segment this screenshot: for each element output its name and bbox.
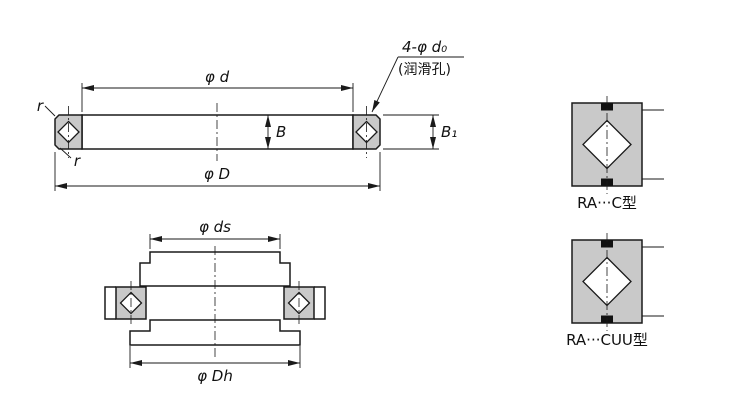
housing-wall-right (314, 286, 326, 320)
dim-label-shoulder-ds: φ ds (199, 218, 231, 236)
dim-width-b: B (265, 115, 286, 149)
type-cuu-detail: RA···CUU型 (566, 233, 664, 349)
dim-label-housing-dh: φ Dh (197, 367, 233, 385)
dim-label-width-b: B (276, 123, 286, 141)
type-c-detail: RA···C型 (571, 96, 664, 212)
type-cuu-label: RA···CUU型 (566, 331, 648, 349)
lube-hole-note: (润滑孔) (398, 61, 451, 78)
dim-label-width-b1: B₁ (441, 123, 457, 141)
type-c-plug-top (601, 103, 613, 111)
lube-hole-label: 4-φ d₀ (402, 38, 447, 56)
type-c-label: RA···C型 (577, 194, 637, 212)
fillet-radius-bottom-label: r (74, 152, 81, 170)
dim-label-outer-diameter: φ D (204, 165, 230, 183)
lube-hole-callout: 4-φ d₀ (润滑孔) (371, 38, 464, 113)
type-cuu-seal-top (601, 240, 613, 248)
bearing-ring-body (81, 114, 354, 150)
dim-width-b1: B₁ (383, 114, 457, 150)
housing-wall-left (104, 286, 116, 320)
fillet-radius-top-label: r (37, 97, 44, 115)
dim-shoulder-ds: φ ds (149, 218, 281, 249)
fillet-radius-bottom: r (59, 147, 81, 170)
front-section-view: φ d φ D B B₁ 4-φ d₀ (润滑孔) (37, 38, 464, 191)
dim-label-inner-diameter: φ d (205, 68, 230, 86)
dim-outer-diameter: φ D (54, 152, 381, 191)
mounting-section-view: φ ds φ Dh (104, 218, 326, 385)
dim-inner-diameter: φ d (81, 68, 354, 112)
dim-housing-dh: φ Dh (129, 346, 301, 385)
fillet-radius-top: r (37, 97, 56, 117)
